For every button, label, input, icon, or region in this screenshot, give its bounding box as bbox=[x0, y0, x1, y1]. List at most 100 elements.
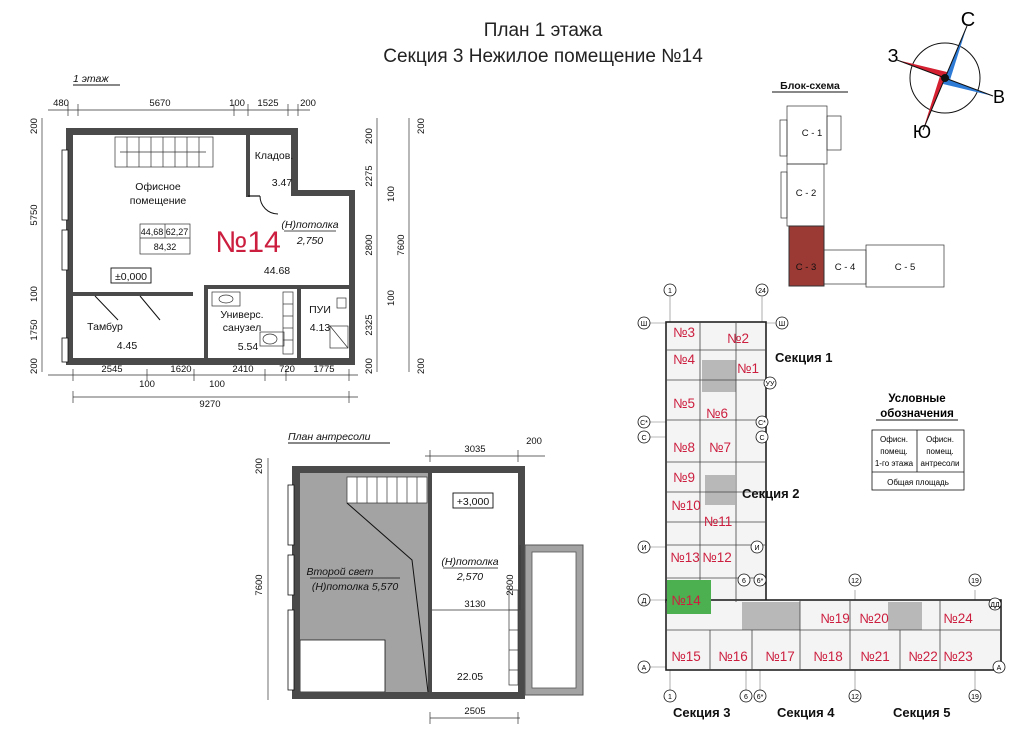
room-bathroom-name1: Универс. bbox=[220, 309, 263, 321]
page-subtitle: Секция 3 Нежилое помещение №14 bbox=[383, 46, 703, 67]
dim-top-1: 480 bbox=[53, 98, 69, 109]
axis-cstar-right: С* bbox=[758, 420, 766, 427]
site-unit-18: №18 bbox=[813, 649, 843, 664]
site-unit-5: №5 bbox=[673, 396, 695, 411]
void-ceiling: (Н)потолка 5,570 bbox=[312, 581, 399, 593]
room-vestibule-area: 4.45 bbox=[117, 340, 138, 352]
legend-col2-line1: Офисн. bbox=[926, 435, 954, 444]
room-storage-name: Кладов. bbox=[255, 150, 294, 162]
axis-i-left: И bbox=[641, 545, 646, 552]
site-unit-16: №16 bbox=[718, 649, 748, 664]
mezz-dim-inner: 3130 bbox=[464, 599, 485, 610]
axis-1-top: 1 bbox=[668, 288, 672, 295]
site-unit-17: №17 bbox=[765, 649, 795, 664]
unit-number-title: №14 bbox=[215, 226, 281, 259]
site-unit-10: №10 bbox=[671, 498, 701, 513]
mezz-dim-top-1: 3035 bbox=[464, 444, 485, 455]
room-bathroom-area: 5.54 bbox=[238, 341, 259, 353]
mezz-ceiling-value: 2,570 bbox=[456, 571, 483, 583]
axis-6-top: 6 bbox=[742, 578, 746, 585]
dim-right-6: 2325 bbox=[364, 314, 375, 335]
site-unit-20: №20 bbox=[859, 611, 889, 626]
site-unit-7: №7 bbox=[709, 440, 731, 455]
block-highlight bbox=[788, 225, 825, 287]
site-unit-12: №12 bbox=[702, 550, 732, 565]
section-label-4: Секция 4 bbox=[777, 705, 835, 720]
block-s3: С - 3 bbox=[796, 262, 817, 273]
axis-sh-right: Ш bbox=[779, 321, 785, 328]
axis-sh-left: Ш bbox=[641, 321, 647, 328]
dim-top-3: 100 bbox=[229, 98, 245, 109]
axis-19-top: 19 bbox=[971, 578, 979, 585]
dim-right-7: 200 bbox=[364, 358, 375, 374]
dim-right-total: 7600 bbox=[396, 234, 407, 255]
axis-1-bottom: 1 bbox=[668, 694, 672, 701]
void-label: Второй свет bbox=[307, 566, 374, 578]
axis-c-right: С bbox=[759, 435, 764, 442]
axis-6star-top: 6* bbox=[757, 578, 764, 585]
ceiling-label: (Н)потолка bbox=[281, 219, 338, 231]
axis-24-top: 24 bbox=[758, 288, 766, 295]
site-unit-4: №4 bbox=[673, 352, 695, 367]
mezz-dim-left-1: 200 bbox=[254, 458, 265, 474]
mezz-dim-vertical: 2800 bbox=[505, 574, 516, 595]
room-pui-name: ПУИ bbox=[309, 304, 331, 316]
dim-top-5: 200 bbox=[300, 98, 316, 109]
block-scheme: Блок-схема С - 1 С - 2 С - 3 С - 4 С - 5 bbox=[772, 80, 945, 288]
dim-right-2: 2275 bbox=[364, 165, 375, 186]
dim-bottom-small-2: 100 bbox=[209, 379, 225, 390]
dim-total-width: 9270 bbox=[199, 399, 220, 410]
room-storage-area: 3.47 bbox=[272, 177, 293, 189]
mezzanine-plan: План антресоли 3035 200 В bbox=[254, 431, 584, 724]
mezz-ceiling-label: (Н)потолка bbox=[441, 556, 498, 568]
compass-north: С bbox=[961, 9, 975, 31]
axis-6star-bottom: 6* bbox=[757, 694, 764, 701]
legend-title-2: обозначения bbox=[880, 408, 954, 420]
axis-i-right: И bbox=[754, 545, 759, 552]
dim-bottom-1: 2545 bbox=[101, 364, 122, 375]
dim-right-4: 2800 bbox=[364, 234, 375, 255]
dim-left-1: 200 bbox=[29, 118, 40, 134]
area-mezzanine: 62,27 bbox=[166, 227, 189, 237]
axis-a-left: А bbox=[642, 665, 647, 672]
floor1-label: 1 этаж bbox=[73, 73, 109, 85]
axis-12-top: 12 bbox=[851, 578, 859, 585]
axis-d-left: Д bbox=[642, 598, 647, 605]
dim-top-4: 1525 bbox=[257, 98, 278, 109]
site-unit-13: №13 bbox=[670, 550, 700, 565]
dim-left-2: 5750 bbox=[29, 204, 40, 225]
dim-top-2: 5670 bbox=[149, 98, 170, 109]
legend-col1-line2: помещ. bbox=[880, 447, 908, 456]
legend-col1-line1: Офисн. bbox=[880, 435, 908, 444]
site-unit-19: №19 bbox=[820, 611, 850, 626]
dim-bottom-2: 1620 bbox=[170, 364, 191, 375]
ceiling-value: 2,750 bbox=[296, 235, 323, 247]
mezz-level-mark: +3,000 bbox=[457, 496, 490, 508]
page-title: План 1 этажа bbox=[484, 20, 603, 41]
compass-west: З bbox=[888, 46, 899, 66]
site-unit-21: №21 bbox=[860, 649, 890, 664]
site-unit-9: №9 bbox=[673, 470, 695, 485]
room-bathroom-name2: санузел bbox=[223, 322, 261, 334]
mezz-dim-top-2: 200 bbox=[526, 436, 542, 447]
legend: Условные обозначения Офисн. помещ. 1-го … bbox=[871, 393, 965, 491]
dim-left-4: 1750 bbox=[29, 319, 40, 340]
site-unit-15: №15 bbox=[671, 649, 701, 664]
dim-bottom-small-1: 100 bbox=[139, 379, 155, 390]
legend-col2-line2: помещ. bbox=[926, 447, 954, 456]
dim-bottom-3: 2410 bbox=[232, 364, 253, 375]
axis-c-left: С bbox=[641, 435, 646, 442]
section-label-1: Секция 1 bbox=[775, 350, 833, 365]
site-unit-2: №2 bbox=[727, 331, 749, 346]
block-s2: С - 2 bbox=[796, 188, 817, 199]
block-s4: С - 4 bbox=[835, 262, 856, 273]
dim-left-3: 100 bbox=[29, 286, 40, 302]
site-unit-14: №14 bbox=[671, 593, 701, 608]
mezz-area: 22.05 bbox=[457, 671, 483, 683]
axis-12-bottom: 12 bbox=[851, 694, 859, 701]
legend-col2-line3: антресоли bbox=[921, 459, 960, 468]
dim-right-1: 200 bbox=[364, 128, 375, 144]
axis-6-bottom: 6 bbox=[744, 694, 748, 701]
legend-title-1: Условные bbox=[888, 393, 945, 405]
mezzanine-label: План антресоли bbox=[288, 431, 371, 443]
